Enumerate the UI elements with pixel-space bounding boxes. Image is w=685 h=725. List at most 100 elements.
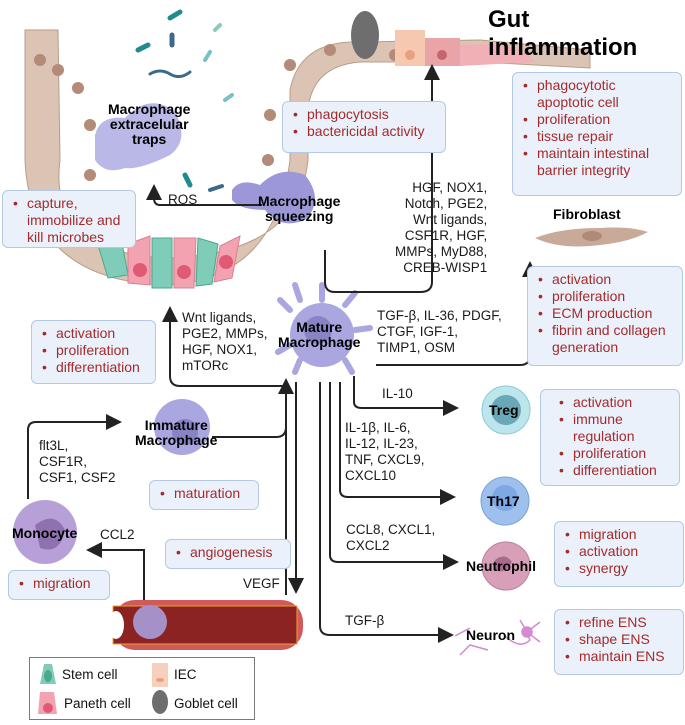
effect-text: kill microbes <box>27 229 105 245</box>
effect-text: barrier integrity <box>537 162 631 178</box>
monocyte-label: Monocyte <box>12 525 78 541</box>
mediator-fibroblast: TGF-β, IL-36, PDGF, CTGF, IGF-1, TIMP1, … <box>377 308 502 355</box>
effect-item: differentiation <box>555 462 671 479</box>
effect-text: maintain intestinal <box>537 145 650 161</box>
label-line: extracelular <box>109 116 189 132</box>
neutrophil-label: Neutrophil <box>466 558 536 574</box>
effect-item: maturation <box>156 485 250 502</box>
effect-item: migration <box>15 575 101 592</box>
effect-item: proliferation <box>38 342 147 359</box>
goblet-cell-icon <box>152 690 168 714</box>
mature-macrophage-shape <box>275 282 373 375</box>
effects-box-neutrophil: migration activation synergy <box>554 521 684 587</box>
effect-item: angiogenesis <box>172 544 282 561</box>
label-line: squeezing <box>265 208 334 224</box>
effects-box-angiogenesis: angiogenesis <box>165 539 291 569</box>
mediator-neutrophil: CCL8, CXCL1, CXCL2 <box>346 522 436 553</box>
neuron-shape <box>454 619 541 656</box>
legend-goblet: Goblet cell <box>174 696 238 711</box>
effect-item: differentiation <box>38 359 147 376</box>
blood-vessel <box>108 600 303 650</box>
mediator-vegf: VEGF <box>243 576 280 591</box>
effect-text: immune <box>573 411 623 427</box>
th17-label: Th17 <box>487 493 520 509</box>
goblet-cell <box>351 11 379 59</box>
effect-item: proliferation <box>555 445 671 462</box>
net-macrophage-label: Macrophage extracelular traps <box>108 102 190 147</box>
mediator-treg: IL-10 <box>382 386 413 401</box>
label-line: Mature <box>296 319 343 335</box>
legend-iec: IEC <box>174 667 197 682</box>
label-line: Macrophage <box>135 432 218 448</box>
mediator-neuron: TGF-β <box>345 613 385 628</box>
neuron-label: Neuron <box>466 627 515 643</box>
label-line: Macrophage <box>108 101 191 117</box>
label-line: Macrophage <box>278 334 361 350</box>
bacteria-icons <box>135 9 234 192</box>
mediator-ccl2: CCL2 <box>100 527 135 542</box>
mediator-stem-niche: Wnt ligands, PGE2, MMPs, HGF, NOX1, mTOR… <box>182 310 268 373</box>
effect-item: phagocytosis <box>289 106 437 123</box>
effect-item: activation <box>534 271 674 288</box>
effect-text: phagocytotic <box>537 77 616 93</box>
effect-item: maintain ENS <box>561 648 675 665</box>
effect-text: regulation <box>573 428 635 444</box>
effect-item: shape ENS <box>561 631 675 648</box>
page-title: Gut inflammation <box>488 6 638 61</box>
effect-item: activation <box>561 543 675 560</box>
effect-item: activation <box>555 394 671 411</box>
effects-box-fibroblast: activation proliferation ECM production … <box>527 266 683 366</box>
label-line: traps <box>132 131 167 147</box>
effects-box-squeezing: phagocytosis bactericidal activity <box>282 101 446 153</box>
legend-stem: Stem cell <box>62 667 118 682</box>
treg-label: Treg <box>489 402 519 418</box>
mediator-epithelium-repair: HGF, NOX1, Notch, PGE2, Wnt ligands, CSF… <box>395 180 488 275</box>
effect-text: capture, <box>27 195 78 211</box>
effect-item: synergy <box>561 560 675 577</box>
effect-item: activation <box>38 325 147 342</box>
effect-item: migration <box>561 526 675 543</box>
effects-box-monocyte: migration <box>8 570 110 600</box>
effect-item: proliferation <box>534 288 674 305</box>
mediator-monocyte-differentiation: flt3L, CSF1R, CSF1, CSF2 <box>39 438 116 485</box>
treg-shape <box>481 385 531 435</box>
iec-icon <box>152 663 168 687</box>
effect-item: ECM production <box>534 305 674 322</box>
immature-macrophage-shape <box>154 399 210 455</box>
effect-text: apoptotic cell <box>537 94 619 110</box>
mediator-th17: IL-1β, IL-6, IL-12, IL-23, TNF, CXCL9, C… <box>345 420 425 483</box>
intestinal-crypt-epithelium <box>24 11 591 289</box>
effect-item: bactericidal activity <box>289 123 437 140</box>
monocyte-shape <box>13 500 77 564</box>
effect-text: generation <box>552 339 619 355</box>
effect-item: proliferation <box>519 111 673 128</box>
squeezing-macrophage-label: Macrophage squeezing <box>258 194 340 224</box>
th17-shape <box>480 476 530 526</box>
label-line: Immature <box>144 417 208 433</box>
effects-box-stem: activation proliferation differentiation <box>31 320 156 384</box>
effect-text: fibrin and collagen <box>552 322 666 338</box>
label-line: Macrophage <box>258 193 341 209</box>
net-macrophage-shape <box>95 103 182 171</box>
neutrophil-shape <box>481 541 531 591</box>
legend-paneth: Paneth cell <box>64 696 131 711</box>
legend-icons <box>38 663 168 714</box>
fibroblast-label: Fibroblast <box>553 206 621 222</box>
legend: Stem cell IEC Paneth cell Goblet cell <box>29 657 255 720</box>
mature-macrophage-label: Mature Macrophage <box>278 320 360 350</box>
effect-text: immobilize and <box>27 212 121 228</box>
effects-box-neuron: refine ENS shape ENS maintain ENS <box>554 609 684 675</box>
effect-item: refine ENS <box>561 614 675 631</box>
iec-cell <box>395 30 425 66</box>
effects-box-immature: maturation <box>149 480 259 510</box>
immature-macrophage-label: Immature Macrophage <box>135 418 217 448</box>
